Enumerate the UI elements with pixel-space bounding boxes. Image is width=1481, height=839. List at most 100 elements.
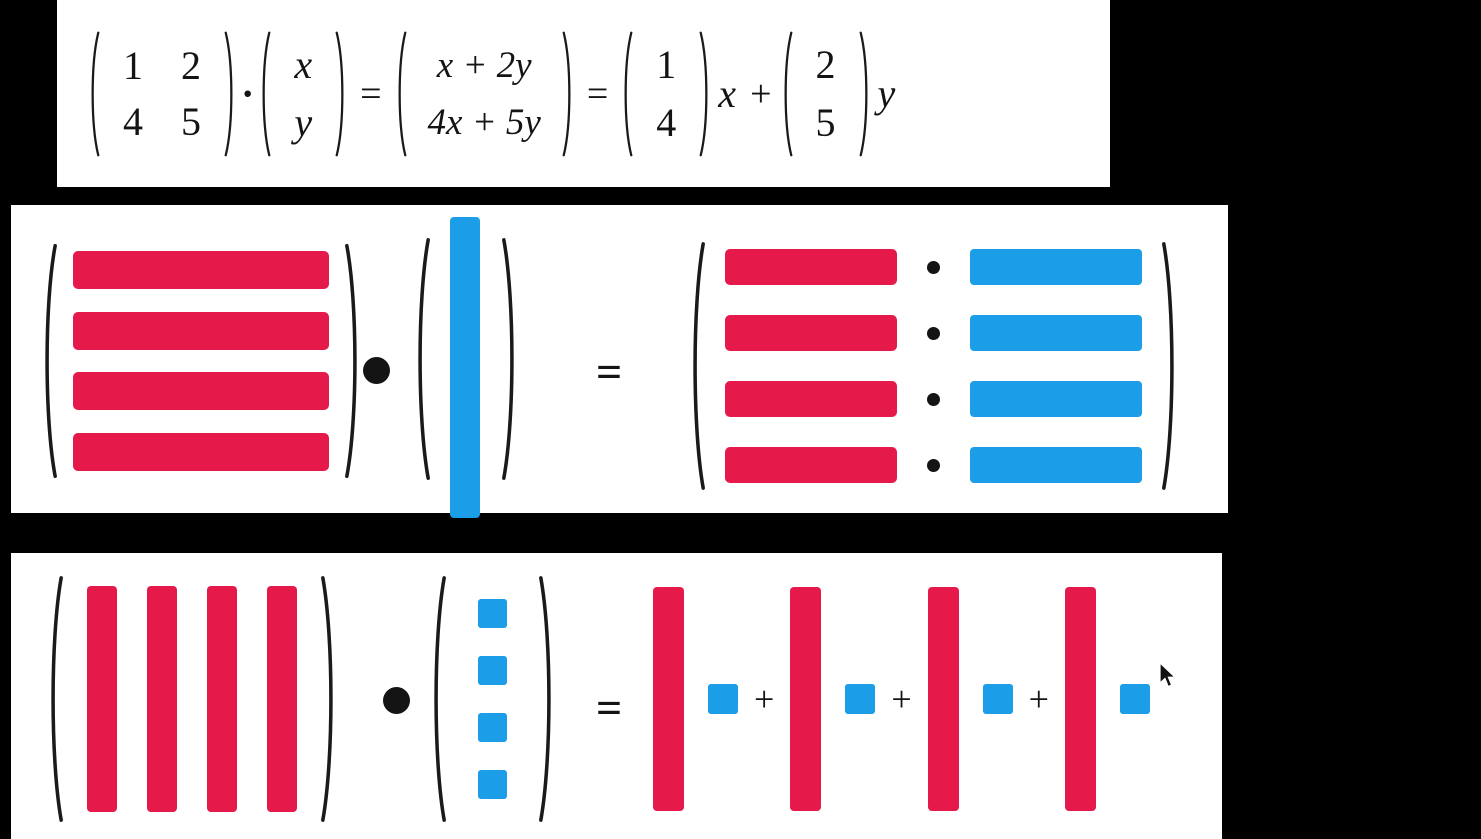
vector-cell: y [294, 99, 313, 145]
right-paren-icon [698, 30, 712, 158]
right-paren-icon [537, 573, 557, 825]
equals-sign: = [596, 682, 623, 733]
left-paren-icon [620, 30, 634, 158]
vector-entry-square [478, 713, 507, 742]
product-vector: x + 2y 4x + 5y [394, 30, 575, 158]
equals-sign: = [586, 72, 609, 115]
left-paren-icon [87, 30, 101, 158]
scalar-square [845, 684, 876, 714]
right-paren-icon [1160, 239, 1180, 493]
left-paren-icon [428, 573, 448, 825]
row-picture-panel: = [11, 205, 1228, 518]
matrix-row-bar [73, 372, 329, 411]
column-vector-grouping [412, 235, 520, 483]
row-bar [725, 249, 897, 285]
mouse-cursor-icon [1158, 662, 1177, 689]
scalar-y: y [877, 70, 896, 116]
matrix-a: 1 2 4 5 [87, 30, 237, 158]
matrix-column-bar [147, 586, 177, 812]
scalar-square [982, 684, 1013, 714]
term [790, 587, 876, 811]
matrix-a-cell: 4 [123, 98, 143, 144]
matrix-equation: 1 2 4 5 · x y = x + 2y [87, 30, 901, 158]
row-bar [725, 381, 897, 417]
column-1-cell: 1 [656, 41, 677, 87]
column-bar [970, 315, 1142, 351]
column-1-vector: 1 4 [620, 30, 712, 158]
product-cell: x + 2y [436, 44, 532, 86]
left-paren-icon [687, 239, 707, 493]
term [1064, 587, 1150, 811]
matrix-a-cell: 2 [181, 42, 201, 88]
right-paren-icon [561, 30, 575, 158]
right-paren-icon [500, 235, 520, 483]
scalar-x: x [718, 70, 737, 116]
vector-entry-square [478, 770, 507, 799]
right-paren-icon [319, 573, 339, 825]
left-paren-icon [412, 235, 432, 483]
left-paren-icon [258, 30, 272, 158]
scalar-square [1119, 684, 1150, 714]
dot-icon [927, 260, 940, 274]
right-paren-icon [223, 30, 237, 158]
column-2-cell: 5 [815, 99, 836, 145]
result-row [725, 447, 1142, 483]
equals-sign: = [596, 346, 623, 397]
row-bar [725, 447, 897, 483]
plus-sign: + [754, 679, 775, 719]
dot-icon [927, 392, 940, 406]
product-cell: 4x + 5y [427, 101, 541, 143]
dot-icon [927, 458, 940, 472]
scalar-square [708, 684, 738, 714]
column-2-cell: 2 [815, 41, 836, 87]
column-bar [970, 249, 1142, 285]
plus-sign: + [750, 72, 772, 115]
vector-xy: x y [258, 30, 348, 158]
matrix-column-bar [267, 586, 297, 812]
plus-sign: + [1028, 679, 1049, 719]
matrix-a-cell: 1 [123, 42, 143, 88]
matrix-column-bar [207, 586, 237, 812]
vector-cell: x [294, 41, 313, 87]
plus-sign: + [891, 679, 912, 719]
matrix-a-cell: 5 [181, 98, 201, 144]
left-paren-icon [45, 573, 65, 825]
row-bar [725, 315, 897, 351]
multiplication-dot: · [241, 71, 255, 116]
left-paren-icon [39, 241, 59, 481]
left-paren-icon [780, 30, 794, 158]
vector-entries-grouping [428, 573, 557, 825]
column-bar [927, 587, 959, 811]
linear-combination-terms: + + + [653, 587, 1150, 811]
vector-entry-square [478, 599, 507, 628]
result-row [725, 249, 1142, 285]
result-row [725, 315, 1142, 351]
column-2-vector: 2 5 [780, 30, 872, 158]
column-bar [1064, 587, 1096, 811]
column-picture-panel: = + + + [11, 553, 1222, 839]
column-bar [653, 587, 684, 811]
matrix-row-bar [73, 251, 329, 289]
left-paren-icon [394, 30, 408, 158]
vector-column-bar [450, 217, 480, 518]
right-paren-icon [343, 241, 363, 481]
equation-panel: 1 2 4 5 · x y = x + 2y [57, 0, 1110, 187]
right-paren-icon [334, 30, 348, 158]
column-bar [790, 587, 822, 811]
matrix-columns-grouping [45, 573, 339, 825]
equals-sign: = [360, 72, 382, 115]
dot-product-dot-icon [363, 357, 390, 384]
result-row [725, 381, 1142, 417]
matrix-rows-grouping [39, 241, 363, 481]
right-paren-icon [858, 30, 872, 158]
dot-product-dot-icon [383, 687, 410, 714]
term [653, 587, 738, 811]
matrix-column-bar [87, 586, 117, 812]
dot-icon [927, 326, 940, 340]
column-bar [970, 381, 1142, 417]
column-1-cell: 4 [656, 99, 677, 145]
matrix-row-bar [73, 432, 329, 471]
vector-entry-square [478, 656, 507, 685]
term [927, 587, 1013, 811]
